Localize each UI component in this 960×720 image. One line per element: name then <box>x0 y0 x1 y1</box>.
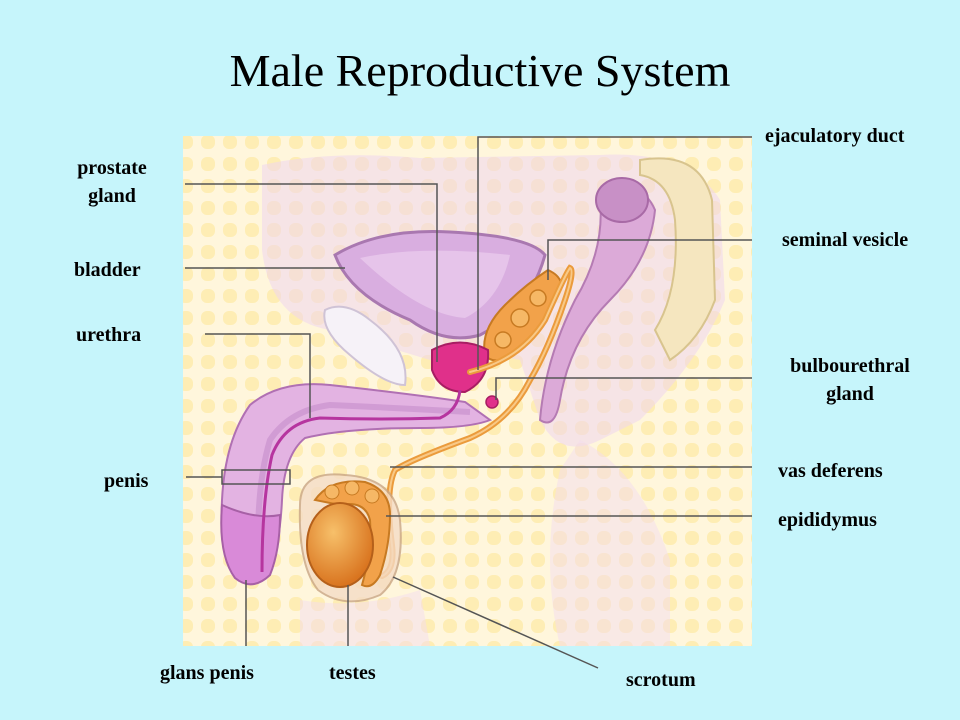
label-ejaculatory-duct: ejaculatory duct <box>765 125 905 147</box>
leader-lines <box>185 136 752 669</box>
testis-shape <box>306 502 374 588</box>
label-vas-deferens: vas deferens <box>778 460 883 482</box>
label-prostate-line1: prostate <box>77 157 147 179</box>
sacrum <box>639 157 717 362</box>
label-seminal-vesicle: seminal vesicle <box>782 229 909 251</box>
rectum <box>538 188 657 424</box>
penis-body-line <box>255 401 471 541</box>
leader-urethra <box>205 333 311 418</box>
label-prostate-gland: prostate gland <box>62 154 162 210</box>
leader-seminal-vesicle <box>547 239 752 280</box>
label-glans-penis: glans penis <box>160 662 254 684</box>
bulbourethral-gland-shape <box>485 395 499 409</box>
bladder-inner <box>360 250 510 318</box>
pubic-bone <box>323 305 407 387</box>
label-testes: testes <box>329 662 376 684</box>
leader-ejaculatory-duct <box>477 136 752 370</box>
urethra-path <box>260 389 462 573</box>
rectum-top <box>595 177 649 223</box>
lower-body-tissue <box>550 440 670 646</box>
label-prostate-line2: gland <box>88 185 136 207</box>
leader-bulbourethral <box>495 377 752 400</box>
label-bulbourethral-line2: gland <box>826 383 874 405</box>
page-title: Male Reproductive System <box>229 45 731 96</box>
label-penis: penis <box>104 470 149 492</box>
prostate-shape <box>431 341 490 394</box>
label-epididymus: epididymus <box>778 509 877 531</box>
label-bulbourethral-line1: bulbourethral <box>790 355 910 377</box>
leader-scrotum <box>392 576 599 669</box>
leader-prostate <box>185 183 438 362</box>
penis-section-box <box>221 469 291 485</box>
leg-tissue <box>300 590 430 646</box>
label-bladder: bladder <box>74 259 141 281</box>
label-scrotum: scrotum <box>626 669 696 691</box>
label-urethra: urethra <box>76 324 142 346</box>
glans-shape <box>220 503 282 586</box>
label-bulbourethral-gland: bulbourethral gland <box>765 352 935 408</box>
